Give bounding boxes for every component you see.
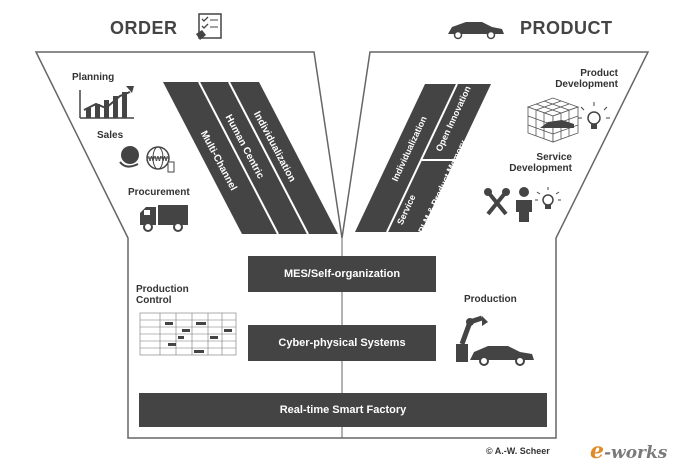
product-development-line-2: Development <box>555 79 618 90</box>
procurement-label: Procurement <box>128 187 190 198</box>
production-label: Production <box>464 294 517 305</box>
lightbulb-icon-2 <box>535 187 561 209</box>
lightbulb-icon <box>578 102 610 129</box>
cps-layer-bar: Cyber-physical Systems <box>248 325 436 361</box>
eworks-logo-text: -works <box>604 443 668 463</box>
product-development-line-1: Product <box>580 68 618 79</box>
product-development-label: Product Development <box>552 68 618 90</box>
order-title: ORDER <box>110 18 178 38</box>
svg-text:WWW: WWW <box>148 156 168 163</box>
production-control-table-icon <box>139 312 237 356</box>
sales-icon: WWW <box>119 146 175 173</box>
right-stripe-1 <box>355 84 459 232</box>
worker-icon <box>516 187 532 222</box>
product-title: PRODUCT <box>520 18 613 38</box>
left-stripe-2 <box>197 82 308 234</box>
production-control-line-1: Production <box>136 284 189 295</box>
sales-label: Sales <box>97 130 124 141</box>
eworks-logo: e-works <box>590 438 667 464</box>
production-control-line-2: Control <box>136 295 172 306</box>
right-stripe-2 <box>387 84 491 232</box>
mes-layer-bar: MES/Self-organization <box>248 256 436 292</box>
left-stripe-3 <box>227 82 338 234</box>
copyright-text: © A.-W. Scheer <box>486 446 550 456</box>
product-development-icon <box>526 97 580 143</box>
planning-label: Planning <box>72 72 115 83</box>
smart-factory-layer-bar: Real-time Smart Factory <box>139 393 547 427</box>
car-icon <box>448 22 504 40</box>
robot-arm-icon <box>456 315 488 362</box>
tools-icon <box>484 188 510 216</box>
chart-growth-icon <box>79 86 134 119</box>
eworks-logo-letter: e <box>590 438 604 464</box>
service-development-line-1: Service <box>536 152 572 163</box>
production-car-icon <box>470 346 534 366</box>
service-development-label: Service Development <box>506 152 572 174</box>
truck-icon <box>140 205 188 232</box>
left-stripe-1 <box>163 82 278 234</box>
production-control-label: Production Control <box>136 284 189 306</box>
checklist-icon <box>196 13 222 40</box>
service-development-line-2: Development <box>509 163 572 174</box>
